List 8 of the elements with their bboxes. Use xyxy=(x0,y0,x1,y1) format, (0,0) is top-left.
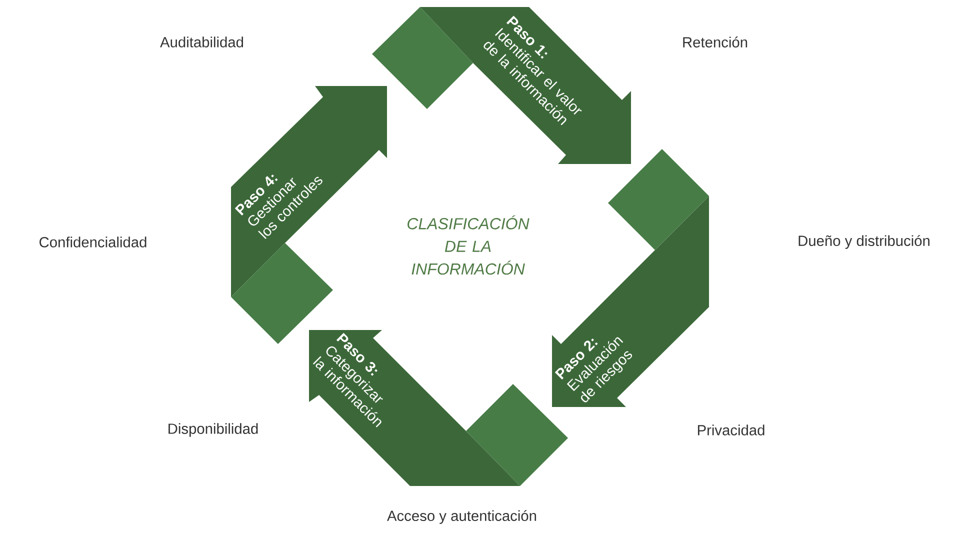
category-label: Auditabilidad xyxy=(160,36,244,48)
category-label: Retención xyxy=(683,36,748,48)
category-label: Privacidad xyxy=(698,424,764,436)
category-label: Disponibilidad xyxy=(168,423,258,437)
category-label: Dueño y distribución xyxy=(798,235,930,249)
category-label: Acceso y autenticación xyxy=(387,510,536,524)
center-title: CLASIFICACIÓN DE LA INFORMACIÓN xyxy=(408,215,530,275)
category-label: Confidencialidad xyxy=(40,236,146,248)
